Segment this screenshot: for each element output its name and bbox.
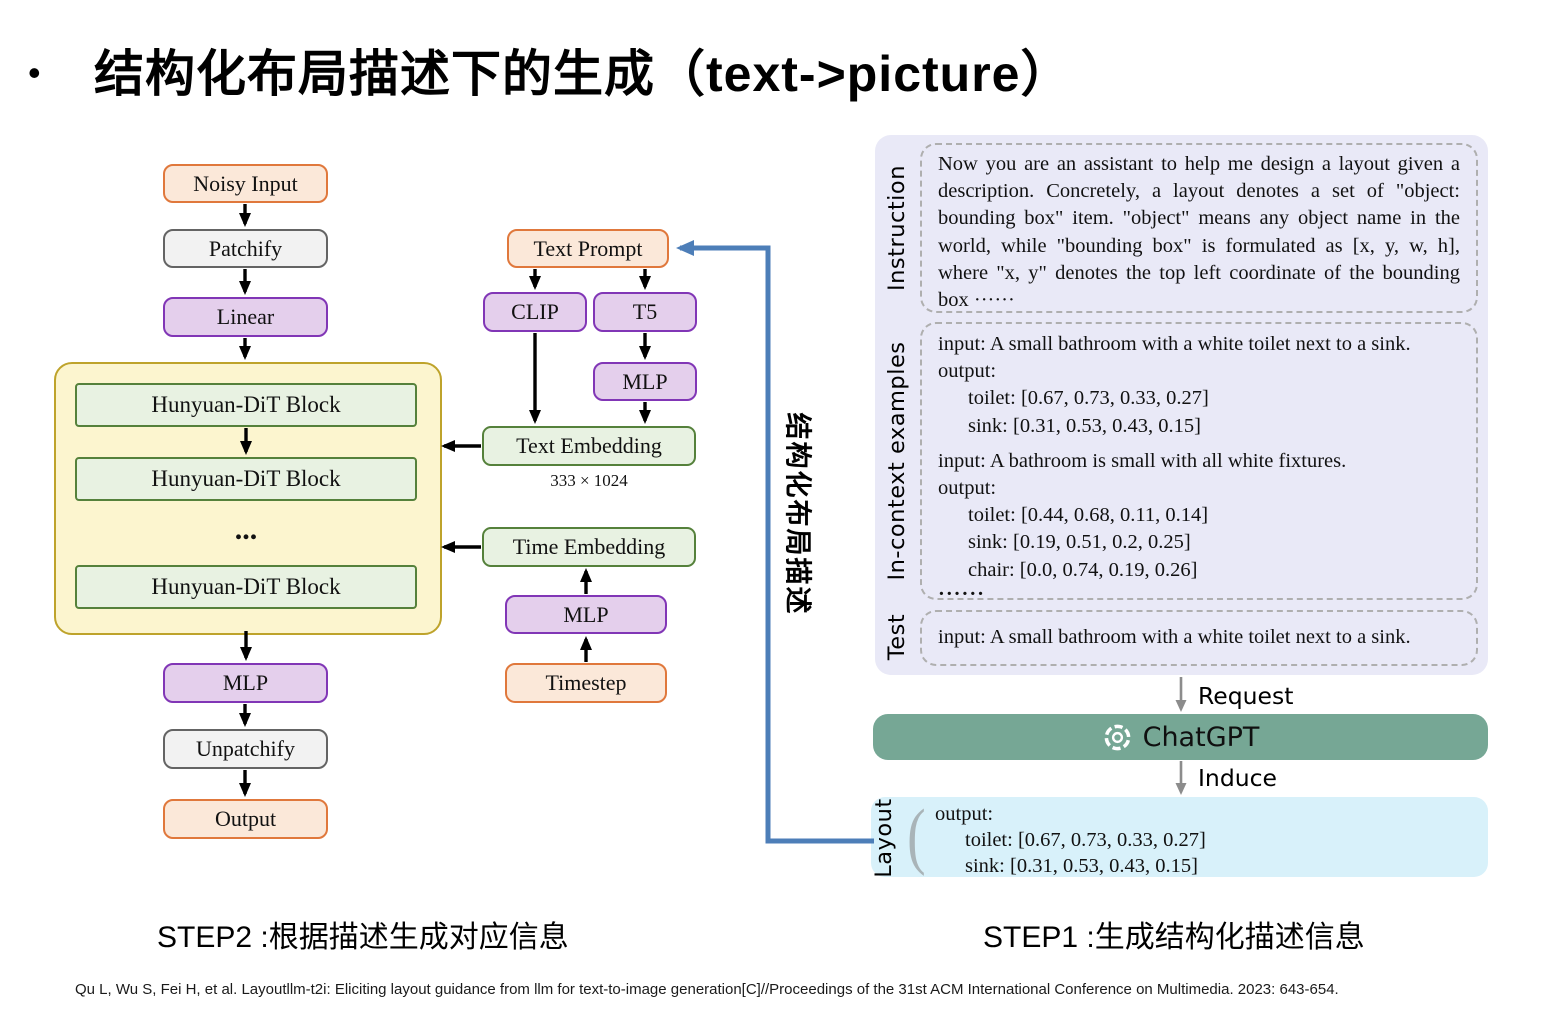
incontext-line: toilet: [0.67, 0.73, 0.33, 0.27] — [968, 387, 1209, 410]
node-noisy-input: Noisy Input — [163, 164, 328, 203]
node-patchify: Patchify — [163, 229, 328, 268]
test-box: input: A small bathroom with a white toi… — [920, 610, 1478, 666]
layout-output-lines: output: toilet: [0.67, 0.73, 0.33, 0.27]… — [935, 801, 1206, 879]
node-text-prompt: Text Prompt — [507, 229, 669, 268]
node-unpatchify: Unpatchify — [163, 729, 328, 769]
chatgpt-label: ChatGPT — [1142, 721, 1260, 753]
layout-line: sink: [0.31, 0.53, 0.43, 0.15] — [965, 855, 1198, 877]
node-dit-block-2: Hunyuan-DiT Block — [75, 457, 417, 501]
incontext-line: input: A bathroom is small with all whit… — [938, 449, 1347, 472]
node-t5: T5 — [593, 292, 697, 332]
node-text-embedding: Text Embedding — [482, 426, 696, 466]
node-dit-block-3: Hunyuan-DiT Block — [75, 565, 417, 609]
node-mlp-t5: MLP — [593, 362, 697, 401]
incontext-line: output: — [938, 477, 997, 500]
section-label-incontext: In-context examples — [884, 341, 910, 581]
node-time-embedding: Time Embedding — [482, 527, 696, 567]
incontext-line: output: — [938, 360, 997, 383]
layout-line: toilet: [0.67, 0.73, 0.33, 0.27] — [965, 829, 1206, 851]
instruction-box: Now you are an assistant to help me desi… — [920, 143, 1478, 313]
text-embedding-dim-label: 333 × 1024 — [550, 471, 628, 490]
incontext-box: input: A small bathroom with a white toi… — [920, 322, 1478, 604]
chatgpt-bar: ChatGPT — [873, 714, 1488, 760]
incontext-line: chair: [0.0, 0.74, 0.19, 0.26] — [968, 558, 1198, 581]
incontext-line: toilet: [0.44, 0.68, 0.11, 0.14] — [968, 504, 1209, 527]
incontext-line: input: A small bathroom with a white toi… — [938, 333, 1411, 355]
request-label: Request — [1198, 682, 1294, 710]
layout-line: output: — [935, 803, 994, 825]
induce-label: Induce — [1198, 764, 1278, 792]
step2-caption: STEP2 :根据描述生成对应信息 — [157, 921, 569, 954]
node-dit-block-1: Hunyuan-DiT Block — [75, 383, 417, 427]
node-linear: Linear — [163, 297, 328, 337]
incontext-line: sink: [0.31, 0.53, 0.43, 0.15] — [968, 414, 1201, 437]
dit-ellipsis: ... — [234, 513, 258, 546]
layout-output-box — [871, 797, 1488, 877]
step1-caption: STEP1 :生成结构化描述信息 — [983, 921, 1365, 954]
title-bullet: • — [28, 52, 41, 93]
incontext-line: sink: [0.19, 0.51, 0.2, 0.25] — [968, 531, 1191, 554]
section-label-layout: Layout — [871, 798, 897, 878]
page-title: 结构化布局描述下的生成（text->picture） — [94, 46, 1072, 102]
citation: Qu L, Wu S, Fei H, et al. Layoutllm-t2i:… — [75, 981, 1339, 998]
test-input-text: input: A small bathroom with a white toi… — [938, 626, 1411, 648]
node-clip: CLIP — [483, 292, 587, 332]
feedback-arrow — [676, 240, 874, 844]
openai-logo-icon — [1104, 724, 1130, 750]
incontext-ellipsis: ······ — [938, 582, 986, 605]
node-output: Output — [163, 799, 328, 839]
feedback-arrow-label: 结构化布局描述 — [782, 412, 813, 616]
instruction-text: Now you are an assistant to help me desi… — [938, 153, 1460, 312]
node-timestep: Timestep — [505, 663, 667, 703]
prompt-panel — [875, 135, 1488, 675]
section-label-instruction: Instruction — [884, 165, 910, 291]
layout-bracket: ( — [907, 795, 926, 877]
node-mlp-left: MLP — [163, 663, 328, 703]
node-mlp-time: MLP — [505, 595, 667, 634]
section-label-test: Test — [884, 613, 910, 661]
